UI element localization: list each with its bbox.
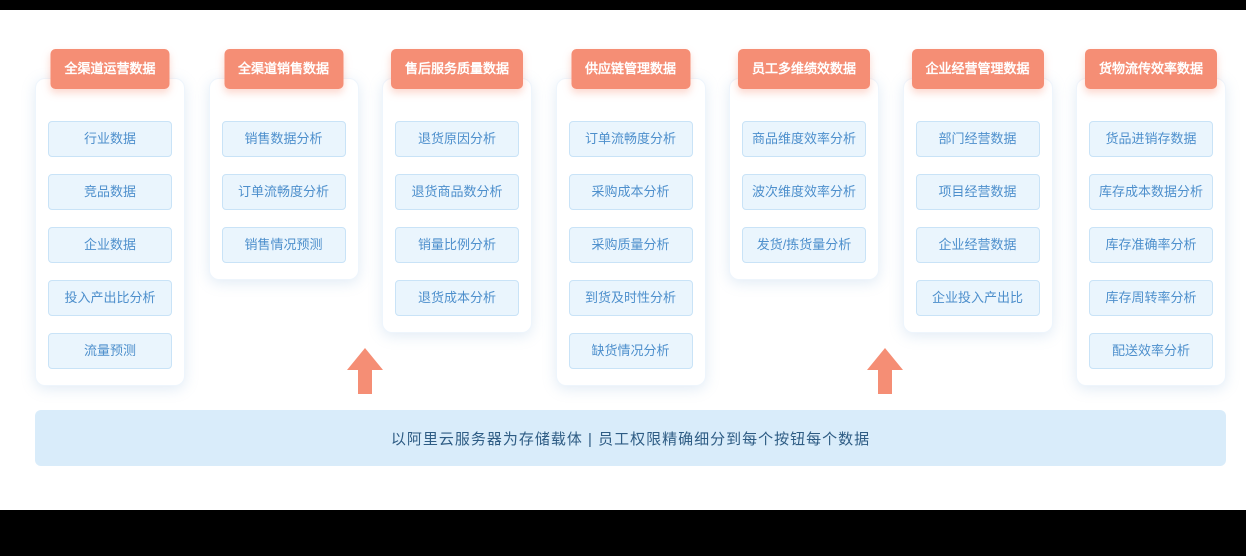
column-card: 售后服务质量数据退货原因分析退货商品数分析销量比例分析退货成本分析	[382, 49, 532, 333]
data-item: 销量比例分析	[395, 227, 519, 263]
data-item: 缺货情况分析	[568, 333, 693, 369]
data-item: 企业经营数据	[915, 227, 1040, 263]
up-arrow-stem	[878, 370, 892, 394]
column-2: 全渠道销售数据销售数据分析订单流畅度分析销售情况预测	[208, 49, 383, 394]
data-item: 订单流畅度分析	[221, 174, 346, 210]
data-item: 流量预测	[48, 333, 172, 369]
storage-permission-banner: 以阿里云服务器为存储载体 | 员工权限精确细分到每个按钮每个数据	[35, 410, 1226, 466]
column-title: 员工多维绩效数据	[737, 49, 871, 89]
up-arrow-icon	[867, 348, 903, 394]
data-item: 库存成本数据分析	[1089, 174, 1213, 210]
column-title: 全渠道销售数据	[223, 49, 344, 89]
data-item: 竞品数据	[48, 174, 172, 210]
column-1: 全渠道运营数据行业数据竞品数据企业数据投入产出比分析流量预测	[35, 49, 185, 386]
data-item: 发货/拣货量分析	[742, 227, 866, 263]
data-item: 商品维度效率分析	[742, 121, 866, 157]
data-item: 项目经营数据	[915, 174, 1040, 210]
column-3: 售后服务质量数据退货原因分析退货商品数分析销量比例分析退货成本分析	[382, 49, 532, 333]
column-card: 货物流传效率数据货品进销存数据库存成本数据分析库存准确率分析库存周转率分析配送效…	[1076, 49, 1226, 386]
column-title: 货物流传效率数据	[1084, 49, 1218, 89]
data-item: 退货原因分析	[395, 121, 519, 157]
data-item: 行业数据	[48, 121, 172, 157]
column-5: 员工多维绩效数据商品维度效率分析波次维度效率分析发货/拣货量分析	[729, 49, 903, 394]
data-item: 退货商品数分析	[395, 174, 519, 210]
column-title: 供应链管理数据	[570, 49, 691, 89]
data-item: 库存周转率分析	[1089, 280, 1213, 316]
data-item: 退货成本分析	[395, 280, 519, 316]
up-arrow-head	[346, 348, 383, 370]
column-card: 供应链管理数据订单流畅度分析采购成本分析采购质量分析到货及时性分析缺货情况分析	[555, 49, 706, 386]
column-card: 企业经营管理数据部门经营数据项目经营数据企业经营数据企业投入产出比	[902, 49, 1053, 333]
up-arrow-head	[867, 348, 903, 370]
column-6: 企业经营管理数据部门经营数据项目经营数据企业经营数据企业投入产出比	[902, 49, 1053, 333]
data-item: 销售情况预测	[221, 227, 346, 263]
up-arrow-icon	[346, 348, 383, 394]
column-title: 企业经营管理数据	[911, 49, 1044, 89]
data-item: 企业投入产出比	[915, 280, 1040, 316]
data-item: 投入产出比分析	[48, 280, 172, 316]
data-item: 订单流畅度分析	[568, 121, 693, 157]
column-card: 全渠道销售数据销售数据分析订单流畅度分析销售情况预测	[208, 49, 359, 280]
data-item: 销售数据分析	[221, 121, 346, 157]
column-title: 售后服务质量数据	[390, 49, 524, 89]
data-item: 部门经营数据	[915, 121, 1040, 157]
data-item: 配送效率分析	[1089, 333, 1213, 369]
data-item: 采购质量分析	[568, 227, 693, 263]
data-item: 采购成本分析	[568, 174, 693, 210]
column-card: 全渠道运营数据行业数据竞品数据企业数据投入产出比分析流量预测	[35, 49, 185, 386]
column-7: 货物流传效率数据货品进销存数据库存成本数据分析库存准确率分析库存周转率分析配送效…	[1076, 49, 1226, 386]
up-arrow-stem	[357, 370, 372, 394]
data-item: 到货及时性分析	[568, 280, 693, 316]
diagram-board: 全渠道运营数据行业数据竞品数据企业数据投入产出比分析流量预测全渠道销售数据销售数…	[0, 10, 1246, 510]
columns-row: 全渠道运营数据行业数据竞品数据企业数据投入产出比分析流量预测全渠道销售数据销售数…	[0, 49, 1246, 394]
data-item: 库存准确率分析	[1089, 227, 1213, 263]
banner-text: 以阿里云服务器为存储载体 | 员工权限精确细分到每个按钮每个数据	[390, 430, 871, 448]
column-title: 全渠道运营数据	[50, 49, 170, 89]
data-item: 货品进销存数据	[1089, 121, 1213, 157]
column-card: 员工多维绩效数据商品维度效率分析波次维度效率分析发货/拣货量分析	[729, 49, 879, 280]
data-item: 企业数据	[48, 227, 172, 263]
column-4: 供应链管理数据订单流畅度分析采购成本分析采购质量分析到货及时性分析缺货情况分析	[555, 49, 706, 386]
data-item: 波次维度效率分析	[742, 174, 866, 210]
